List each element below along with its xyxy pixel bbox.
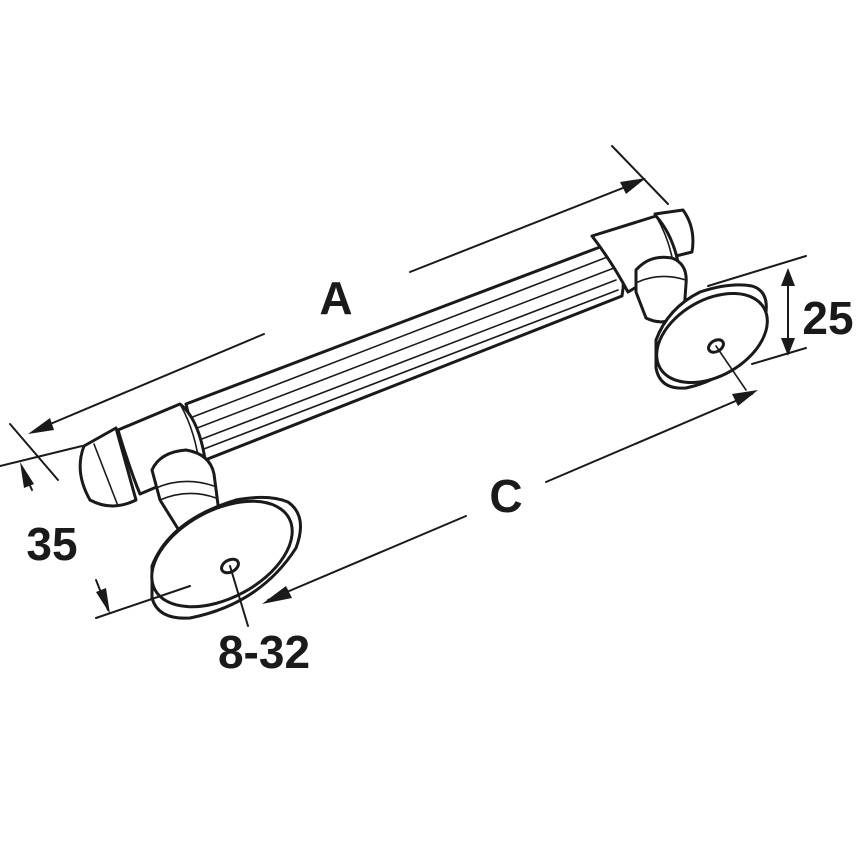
left-base (150, 499, 294, 609)
dimension-35-extension-top (0, 445, 83, 467)
dimension-a: A (9, 145, 669, 481)
left-post-ring-2 (159, 492, 217, 501)
bar-handle (78, 208, 769, 620)
dimension-a-line-right (409, 181, 639, 273)
dimension-35-label: 35 (26, 518, 77, 570)
dimension-25-extension-top (707, 255, 807, 287)
dimension-a-arrow-left (28, 418, 54, 434)
dimension-c-arrow-left (262, 586, 292, 604)
dimension-a-label: A (319, 272, 352, 324)
dimension-35-extension-bottom (95, 585, 191, 619)
dimension-c-extension-right (715, 345, 747, 391)
dimension-25: 25 (707, 255, 854, 365)
dimension-35: 35 (0, 445, 191, 619)
dimension-a-arrow-right (620, 178, 646, 194)
thread-callout: 8-32 (218, 565, 310, 678)
dimension-c-label: C (489, 470, 522, 522)
dimension-a-extension-right (611, 145, 669, 205)
thread-leader-line (229, 565, 249, 627)
bar-groove-4 (195, 289, 619, 453)
dimension-25-label: 25 (802, 292, 853, 344)
dimension-35-arrow-bottom (96, 588, 110, 614)
left-end-cap-facet (93, 443, 119, 507)
dimension-c-line-right (545, 393, 753, 483)
right-post-ring (637, 275, 687, 283)
dimension-35-arrow-top (20, 462, 34, 488)
dimension-c-line-left (267, 515, 467, 601)
right-base (655, 291, 769, 385)
dimension-c: C (262, 345, 758, 604)
dimension-a-extension-left (9, 423, 59, 481)
right-post-neck (634, 255, 688, 324)
bar-groove-2 (191, 267, 615, 431)
left-end-cap (78, 426, 138, 508)
dimension-25-extension-bottom (751, 347, 807, 365)
dimension-c-arrow-right (732, 390, 758, 406)
dimension-25-arrow-top (781, 268, 795, 286)
dimension-a-line-left (35, 333, 265, 431)
dimension-25-arrow-bottom (781, 338, 795, 356)
left-post-ring (155, 480, 215, 489)
bar-groove-3 (193, 279, 617, 443)
thread-label: 8-32 (218, 626, 310, 678)
bar-groove-1 (189, 255, 611, 419)
